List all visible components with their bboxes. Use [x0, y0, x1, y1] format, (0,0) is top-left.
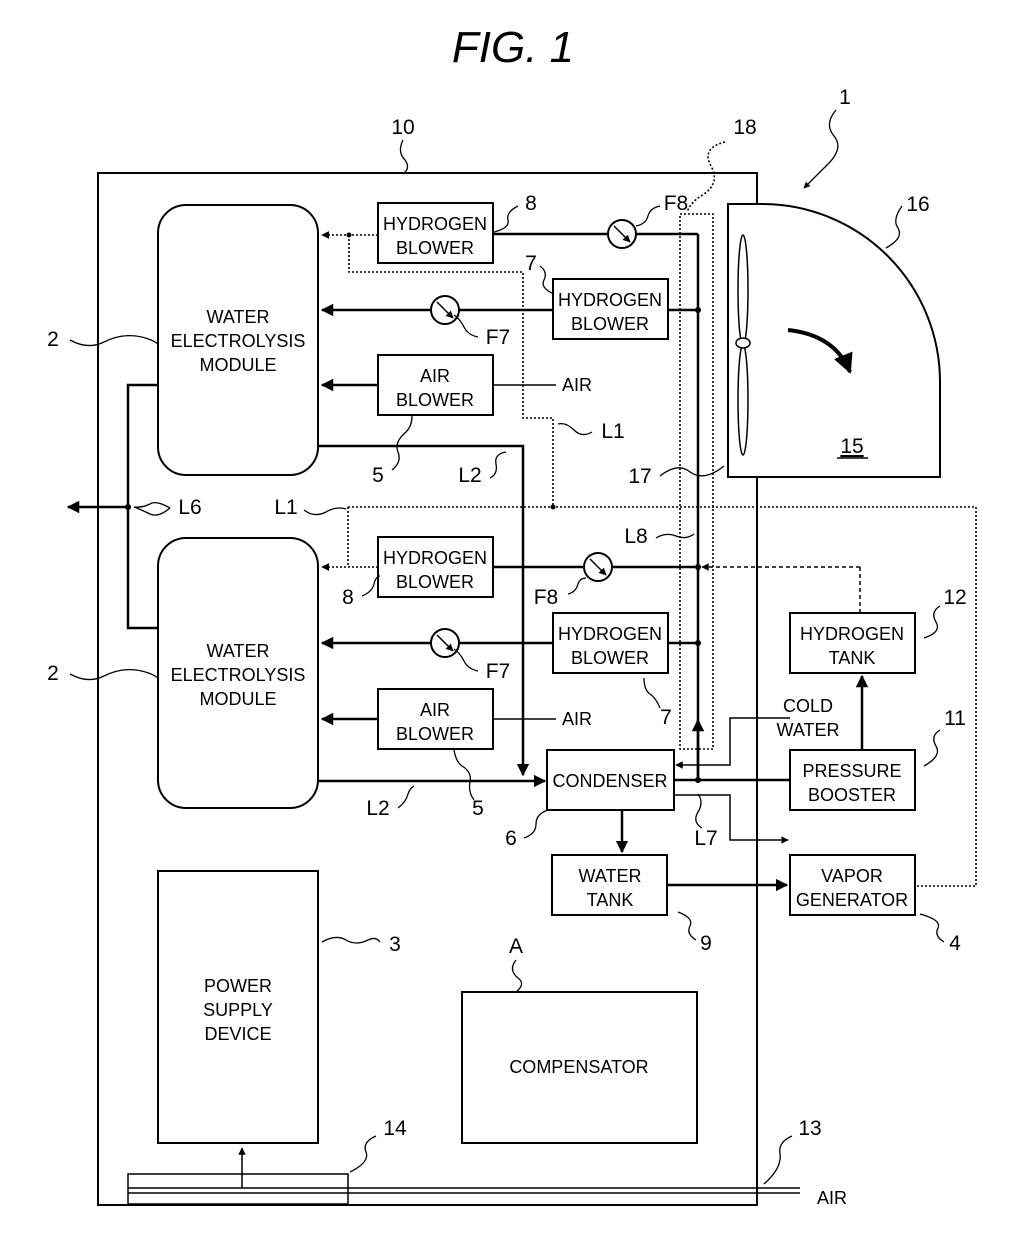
label-l1-upper: L1	[601, 420, 624, 443]
ref-f8-lower: F8	[534, 586, 559, 609]
hb7l-line2: BLOWER	[571, 648, 649, 668]
pb-line2: BOOSTER	[808, 785, 896, 805]
ref-fan-inlet: 17	[628, 465, 651, 488]
ht-line1: HYDROGEN	[800, 624, 904, 644]
ps-line1: POWER	[204, 976, 272, 996]
ref-air-blower-lower: 5	[472, 797, 484, 820]
abu-line1: AIR	[420, 366, 450, 386]
ref-system: 1	[839, 86, 851, 109]
leader-pb	[924, 730, 940, 766]
module-upper-line1: WATER	[207, 307, 270, 327]
compensator-label: COMPENSATOR	[509, 1057, 648, 1077]
module-upper-line2: ELECTROLYSIS	[171, 331, 306, 351]
cold-water-line2: WATER	[777, 720, 840, 740]
label-l1-main: L1	[274, 496, 297, 519]
air-label-lower: AIR	[562, 709, 592, 729]
condenser-label: CONDENSER	[552, 771, 667, 791]
junction-l8-c	[695, 640, 701, 646]
ref-vapor-generator: 4	[949, 932, 961, 955]
air-label-upper: AIR	[562, 375, 592, 395]
ref-housing: 10	[391, 116, 414, 139]
junction-l1-main	[551, 505, 556, 510]
wt-line1: WATER	[579, 866, 642, 886]
hb7u-line1: HYDROGEN	[558, 290, 662, 310]
ref-compensator: A	[509, 935, 523, 958]
ref-hydrogen-tank: 12	[943, 586, 966, 609]
leader-ht	[924, 606, 940, 638]
figure-title: FIG. 1	[452, 23, 574, 72]
ref-air-blower-upper: 5	[372, 464, 384, 487]
leader-fan-unit	[886, 206, 902, 248]
ht-line2: TANK	[829, 648, 876, 668]
leader-intake	[764, 1136, 792, 1184]
ref-module-upper: 2	[47, 328, 59, 351]
abu-line2: BLOWER	[396, 390, 474, 410]
vg-line1: VAPOR	[821, 866, 883, 886]
ref-power-supply: 3	[389, 933, 401, 956]
label-l7: L7	[694, 827, 717, 850]
leader-system	[804, 110, 838, 188]
cold-water-line1: COLD	[783, 696, 833, 716]
label-l2-upper: L2	[458, 464, 481, 487]
ref-f8-upper: F8	[664, 192, 689, 215]
abl-line2: BLOWER	[396, 724, 474, 744]
module-lower-line1: WATER	[207, 641, 270, 661]
ps-line2: SUPPLY	[203, 1000, 273, 1020]
ref-module-lower: 2	[47, 662, 59, 685]
module-lower-line3: MODULE	[199, 689, 276, 709]
ref-fan-unit: 16	[906, 193, 929, 216]
ref-condenser: 6	[505, 827, 517, 850]
ref-hb7-lower: 7	[660, 706, 672, 729]
junction-l1-upper	[347, 233, 352, 238]
fan-hub	[736, 338, 750, 348]
abl-line1: AIR	[420, 700, 450, 720]
ps-line3: DEVICE	[204, 1024, 271, 1044]
label-l8: L8	[624, 525, 647, 548]
junction-l8-b	[695, 564, 701, 570]
module-upper-line3: MODULE	[199, 355, 276, 375]
label-l2-lower: L2	[366, 797, 389, 820]
ref-hb8-upper: 8	[525, 192, 537, 215]
ref-pressure-booster: 11	[944, 707, 966, 730]
hb7l-line1: HYDROGEN	[558, 624, 662, 644]
junction-l6	[125, 504, 131, 510]
junction-l8-a	[695, 307, 701, 313]
ref-f7-lower: F7	[486, 660, 511, 683]
air-intake-label: AIR	[817, 1188, 847, 1208]
ref-duct: 18	[733, 116, 756, 139]
ref-f7-upper: F7	[486, 326, 511, 349]
ref-filter: 14	[383, 1117, 407, 1140]
hb8l-line2: BLOWER	[396, 572, 474, 592]
wt-line2: TANK	[587, 890, 634, 910]
ref-fan-blade: 15	[840, 435, 863, 458]
hb8u-line1: HYDROGEN	[383, 214, 487, 234]
ref-hb7-upper: 7	[525, 252, 537, 275]
label-l6: L6	[178, 496, 201, 519]
ref-water-tank: 9	[700, 932, 712, 955]
ref-intake: 13	[798, 1117, 821, 1140]
leader-vg	[920, 914, 944, 942]
fan-unit	[728, 204, 940, 477]
junction-l7	[695, 777, 701, 783]
module-lower-line2: ELECTROLYSIS	[171, 665, 306, 685]
leader-housing	[400, 140, 407, 174]
hb8l-line1: HYDROGEN	[383, 548, 487, 568]
hb8u-line2: BLOWER	[396, 238, 474, 258]
ref-hb8-lower: 8	[342, 586, 354, 609]
vg-line2: GENERATOR	[796, 890, 908, 910]
pb-line1: PRESSURE	[802, 761, 901, 781]
hb7u-line2: BLOWER	[571, 314, 649, 334]
